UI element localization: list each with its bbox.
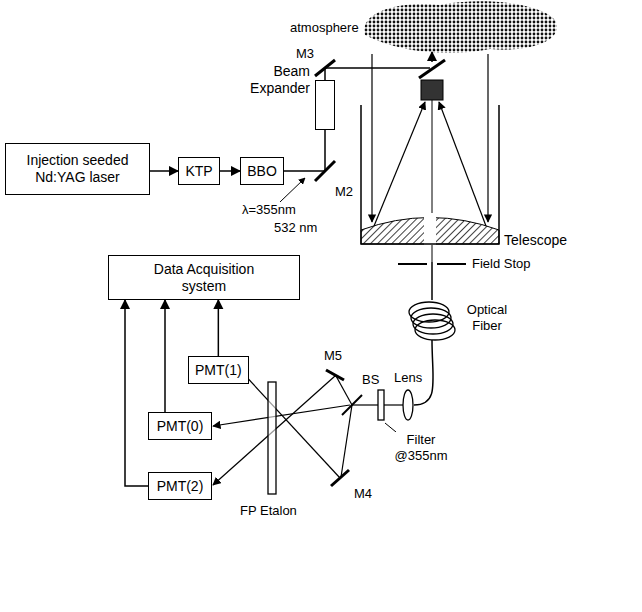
part-label: FP Etalon: [238, 503, 299, 519]
fiber-coil: [409, 302, 455, 340]
crystal-box: KTP: [178, 157, 220, 185]
part-label: Optical Fiber: [458, 302, 516, 333]
node-text: PMT(0): [157, 418, 204, 435]
field-stop: [398, 263, 427, 265]
telescope-outline: [360, 105, 500, 245]
filter-leader: [385, 423, 396, 432]
cloud: [364, 1, 557, 53]
beam: [325, 67, 430, 69]
filter: [378, 390, 384, 420]
node-text: PMT(2): [157, 478, 204, 495]
node-text: BBO: [247, 163, 277, 180]
fiber-loop: [415, 320, 455, 340]
beam-expander: Beam Expander: [315, 80, 335, 130]
pmt-box: PMT(1): [188, 356, 249, 384]
mirror-label: M5: [322, 348, 344, 364]
signal-connector: [164, 300, 166, 412]
node-text: Injection seeded Nd:YAG laser: [15, 152, 140, 186]
wavelength-label: 532 nm: [272, 220, 319, 236]
mirror-label: M4: [352, 486, 374, 502]
node-text: Beam Expander: [246, 63, 310, 97]
pmt-box: PMT(0): [148, 412, 212, 440]
fold-mirror: [419, 60, 445, 78]
lens: [403, 390, 413, 420]
wavelength-label: λ=355nm: [240, 202, 298, 218]
field-stop: [437, 263, 466, 265]
mirror-label: M2: [333, 184, 355, 200]
mirror-hole: [424, 213, 436, 245]
signal-connector: [284, 130, 325, 171]
beam: [336, 376, 352, 405]
beam: [341, 405, 352, 477]
part-label: Lens: [392, 370, 424, 386]
node-text: KTP: [185, 163, 212, 180]
beam: [241, 371, 340, 478]
mirror-label: M3: [294, 46, 316, 62]
node-text: PMT(1): [195, 362, 242, 379]
optical-fiber: [431, 262, 433, 300]
part-label: BS: [360, 372, 381, 388]
pmt-box: PMT(2): [148, 472, 212, 500]
telescope-tube: [361, 105, 499, 244]
secondary-mirror: [421, 80, 443, 100]
return-ray: [371, 54, 372, 222]
fp-etalon: [268, 382, 276, 494]
return-ray: [487, 54, 488, 222]
signal-connector: [125, 300, 148, 486]
mirror-m3: [315, 60, 335, 76]
signal-connector: [150, 170, 178, 172]
mirror-m5: [326, 370, 344, 380]
daq-box: Data Acquisition system: [108, 255, 300, 300]
beam: [213, 405, 350, 426]
region-label: atmosphere: [288, 20, 361, 36]
telescope: Telescope: [360, 105, 500, 245]
laser-box: Injection seeded Nd:YAG laser: [5, 143, 150, 195]
beam: [384, 404, 403, 405]
part-label: Filter @355nm: [388, 432, 454, 463]
part-label: Field Stop: [470, 256, 533, 272]
node-text: Data Acquisition system: [134, 261, 274, 295]
node-text: Telescope: [504, 232, 567, 249]
crystal-box: BBO: [240, 157, 284, 185]
signal-connector: [218, 300, 220, 356]
signal-connector: [220, 170, 240, 172]
converging-ray: [439, 102, 486, 226]
beam: [352, 404, 378, 405]
laser-beam-up: [431, 52, 433, 62]
converging-ray: [374, 102, 425, 226]
